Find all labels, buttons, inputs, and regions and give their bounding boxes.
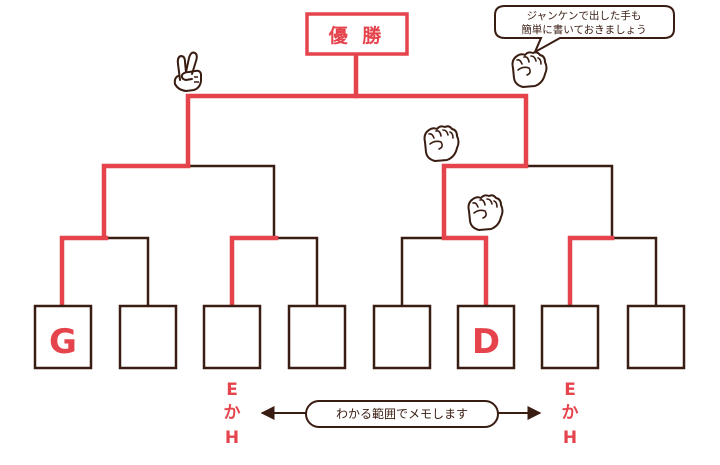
peace-hand-icon — [173, 51, 202, 92]
competitor-slot — [287, 304, 347, 370]
competitor-slot — [118, 304, 178, 370]
bracket-winning-line — [567, 235, 615, 309]
winner-label: 優 勝 — [328, 24, 386, 47]
bracket-winning-line — [101, 163, 191, 239]
vertical-note-char: E — [564, 380, 576, 400]
speech-bubble: ジャンケンで出した手も 簡単に書いておきましょう — [494, 5, 675, 55]
fist-hand-icon — [423, 125, 460, 162]
competitor-slot — [372, 304, 432, 370]
memo-label: わかる範囲でメモします — [336, 406, 468, 421]
competitor-slot-label: G — [49, 322, 77, 362]
vertical-note-char: H — [225, 428, 239, 448]
competitor-slot — [626, 304, 686, 370]
memo-annotation: わかる範囲でメモします — [260, 400, 542, 428]
bracket-line — [524, 164, 614, 238]
bracket-line — [104, 236, 150, 308]
vertical-note-right: E か H — [562, 380, 579, 448]
fist-hand-icon — [511, 51, 548, 88]
vertical-note-left: E か H — [224, 380, 241, 448]
bracket-winning-line — [441, 163, 529, 239]
bracket-line — [610, 236, 658, 308]
vertical-note-char: か — [562, 403, 579, 423]
competitor-slot: D — [456, 304, 516, 370]
vertical-note-char: か — [224, 403, 241, 423]
bracket-line — [186, 164, 276, 238]
fist-hand-icon — [467, 194, 504, 231]
competitor-slots: G D — [33, 304, 686, 370]
bracket-line — [274, 236, 319, 308]
competitor-slot — [202, 304, 262, 370]
bracket-lines-red — [59, 53, 615, 309]
bracket-line — [400, 236, 446, 308]
speech-bubble-line-2: 簡単に書いておきましょう — [521, 23, 646, 36]
bracket-winning-line — [59, 235, 109, 309]
bracket-line — [186, 94, 358, 166]
bracket-winning-line — [441, 235, 489, 309]
bracket-winning-line — [229, 235, 279, 309]
winner-box: 優 勝 — [305, 12, 409, 56]
bracket-winning-line — [353, 53, 529, 167]
competitor-slot: G — [33, 304, 93, 370]
vertical-note-char: E — [226, 380, 238, 400]
vertical-note-char: H — [563, 428, 577, 448]
bracket-winning-line — [185, 93, 359, 167]
competitor-slot-label: D — [472, 322, 500, 362]
competitor-slot — [540, 304, 600, 370]
speech-bubble-line-1: ジャンケンで出した手も — [527, 9, 642, 22]
